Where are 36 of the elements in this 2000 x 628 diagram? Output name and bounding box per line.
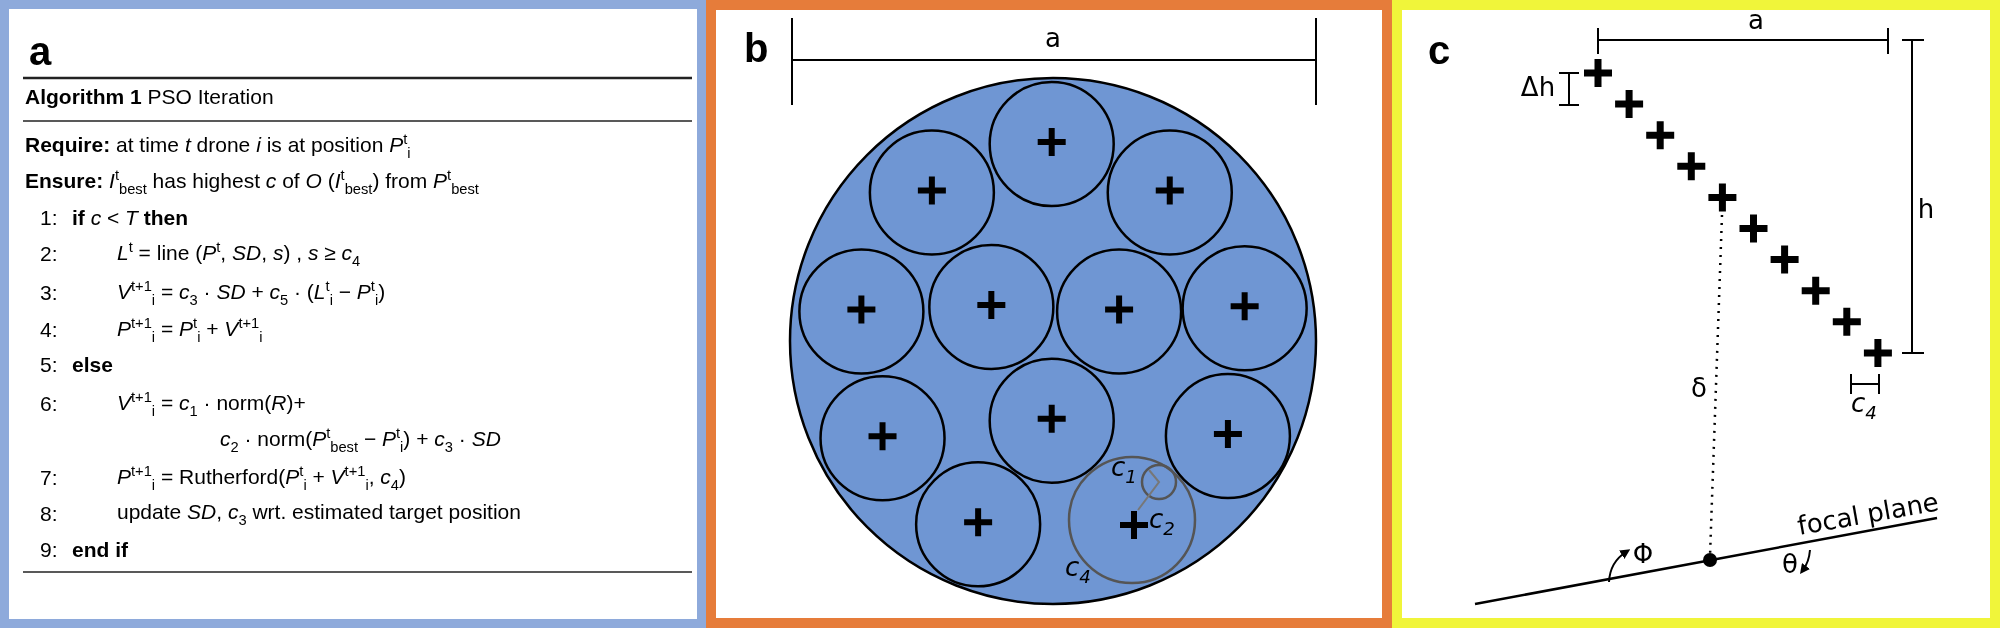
line-number: 8: (40, 502, 58, 526)
line-number: 3: (40, 281, 58, 305)
panel-frame (0, 0, 706, 628)
radius-label: c$_{1}$ (1111, 453, 1137, 487)
algorithm-line: if c < T then (72, 206, 189, 230)
line-number: 1: (40, 206, 58, 230)
algorithm-line: end if (72, 538, 128, 562)
algorithm-line: c$_{2}$ · norm(P$^{t}$$_{best}$ − P$^{t}$$_{i}$) + c$_{3}$ · SD (220, 425, 501, 455)
line-number: 6: (40, 392, 58, 416)
algorithm-line: V$^{t+1}$$_{i}$ = c$_{3}$ · SD + c$_{5}$ · (L$^{t}$$_{i}$ − P$^{t}$$_{i}$) (117, 278, 386, 308)
radius-label: c$_{2}$ (1149, 505, 1175, 539)
line-number: 9: (40, 538, 58, 562)
line-number: 5: (40, 353, 58, 377)
panel-letter: b (744, 28, 769, 68)
algorithm-line: P$^{t+1}$$_{i}$ = Rutherford(P$^{t}$$_{i}$ + V$^{t+1}$$_{i}$, c$_{4}$) (117, 463, 407, 493)
panel-letter: a (29, 31, 52, 71)
algorithm-title: Algorithm 1 PSO Iteration (25, 85, 274, 109)
dimension-label: a (1045, 23, 1061, 53)
panel-frame (1392, 0, 2000, 628)
angle-label: θ (1782, 549, 1798, 579)
angle-label: Φ (1632, 539, 1654, 569)
algorithm-line: update SD, c$_{3}$ wrt. estimated target position (117, 500, 521, 528)
line-number: 2: (40, 242, 58, 266)
dimension-label: c$_{4}$ (1851, 389, 1877, 423)
dimension-label: Δh (1520, 72, 1556, 102)
line-number: 7: (40, 466, 58, 490)
radius-label: c$_{4}$ (1065, 553, 1091, 587)
dimension-label: h (1917, 194, 1935, 224)
algorithm-line: L$^{t}$ = line (P$^{t}$, SD, s) , s ≥ c$_{4}$ (117, 239, 361, 269)
algorithm-line: V$^{t+1}$$_{i}$ = c$_{1}$ · norm(R)+ (117, 389, 306, 419)
line-number: 4: (40, 318, 58, 342)
algorithm-line: else (72, 353, 113, 377)
panel-letter: c (1428, 30, 1451, 70)
dimension-label: a (1748, 5, 1764, 35)
distance-label: δ (1691, 373, 1707, 403)
plane-label: focal plane (1795, 487, 1941, 541)
